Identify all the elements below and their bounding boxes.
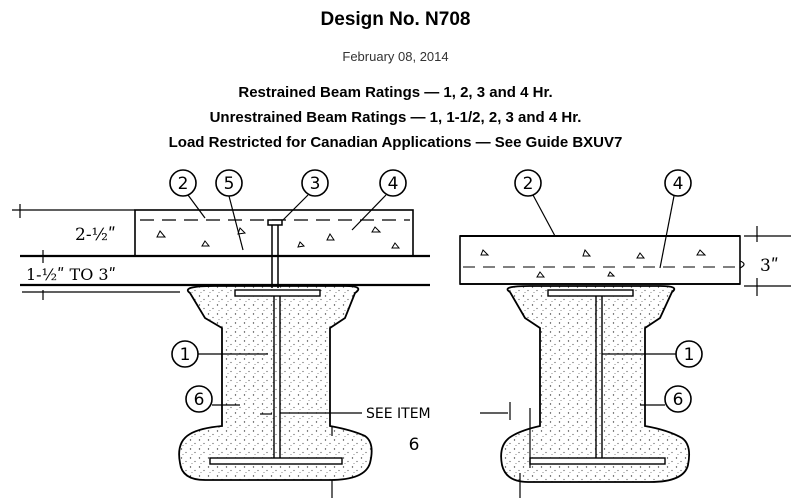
callout-3: 3 [310,174,321,194]
callout-6-left-circle [185,385,213,413]
see-item-label: SEE ITEM [366,406,431,422]
beam-assembly-drawing: 2-½ʺ 1-½ʺ TO 3ʺ 2 5 3 4 1 6 SEE ITEM 6 [12,169,791,498]
callout-4-right-circle [664,169,692,197]
callout-2-right: 2 [523,174,534,194]
left-slab-aggregate [156,226,401,249]
dim-right-slab-label: 3ʺ [760,256,779,276]
callout-1-right: 1 [684,345,695,365]
callout-1-left: 1 [180,345,191,365]
shear-connector-head [267,219,283,226]
left-top-callouts [169,169,407,197]
publish-date: February 08, 2014 [342,49,449,64]
right-slab-aggregate [480,248,707,278]
callout-2-right-circle [514,169,542,197]
left-assembly: 2-½ʺ 1-½ʺ TO 3ʺ 2 5 3 4 1 6 [12,169,430,498]
page-title: Design No. N708 [320,9,471,30]
right-assembly: 3ʺ 2 4 1 6 [459,169,791,498]
callout-6-left: 6 [194,390,205,410]
unrestrained-rating: Unrestrained Beam Ratings — 1, 1-1/2, 2,… [209,109,582,126]
left-top-leaders [187,194,387,251]
dim-deck-label: 1-½ʺ TO 3ʺ [26,265,116,284]
right-beam-bottom-flange [529,457,666,465]
callout-6-right: 6 [673,390,684,410]
right-beam-top-flange [547,289,634,297]
callout-4-left: 4 [388,174,399,194]
canadian-load-note: Load Restricted for Canadian Application… [168,134,623,151]
callout-5: 5 [224,174,235,194]
left-concrete-slab [134,209,414,257]
restrained-rating: Restrained Beam Ratings — 1, 2, 3 and 4 … [238,84,553,101]
left-dimension-marks [12,204,180,300]
callout-4-right: 4 [673,174,684,194]
left-beam-bottom-flange [209,457,343,465]
left-beam-top-flange [234,289,321,297]
callout-2-left: 2 [178,174,189,194]
right-concrete-slab [459,235,741,285]
see-item-number: 6 [409,435,420,455]
right-dimension-marks [509,226,791,498]
dim-top-slab-label: 2-½ʺ [75,225,116,245]
callout-6-right-circle [664,385,692,413]
left-spray-fireproofing [178,285,373,481]
right-spray-fireproofing [500,285,691,483]
